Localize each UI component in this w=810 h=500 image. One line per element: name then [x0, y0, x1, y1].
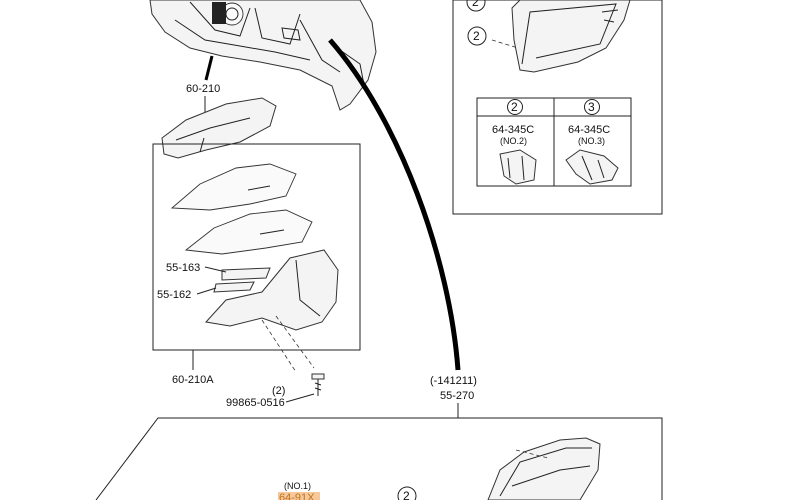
clip-col2-note: (NO.2)	[500, 136, 527, 146]
callout-bottom: 2	[397, 486, 417, 500]
clip-col3-note: (NO.3)	[578, 136, 605, 146]
svg-text:2: 2	[403, 489, 410, 500]
callout-top-b: 2	[467, 26, 487, 46]
label-no1: (NO.1)	[284, 481, 311, 491]
label-60-210: 60-210	[186, 83, 220, 95]
display-detail-box	[452, 0, 663, 215]
clip-col2-part: 64-345C	[492, 124, 534, 136]
upper-column-cover	[161, 97, 277, 159]
label-55-162: 55-162	[157, 289, 191, 301]
svg-text:2: 2	[472, 0, 479, 9]
dashboard-illustration	[149, 0, 377, 111]
label-55-163: 55-163	[166, 262, 200, 274]
display-bezel	[511, 0, 631, 73]
trim-strip	[487, 437, 601, 500]
callout-top-a: 2	[466, 0, 486, 12]
clip-col2-num: 2	[511, 100, 518, 114]
svg-text:2: 2	[473, 29, 480, 43]
lower-cover-parts	[170, 163, 339, 331]
clip-col3-part: 64-345C	[568, 124, 610, 136]
highlight-64-91x	[278, 492, 320, 500]
connector-stroke-short	[204, 55, 214, 81]
label-99865-0516: 99865-0516	[226, 397, 285, 409]
screw-99865-0516	[311, 373, 325, 396]
label-60-210a: 60-210A	[172, 374, 214, 386]
label-55-270: 55-270	[440, 390, 474, 402]
bottom-detail-box	[95, 417, 663, 500]
label-64-91x: 64-91X	[279, 492, 315, 500]
clip-table: 2 64-345C (NO.2) 3 64-345C (NO.3)	[476, 97, 632, 187]
label-141211: (-141211)	[430, 375, 477, 387]
lower-cover-box	[152, 143, 361, 351]
clip-col3-num: 3	[588, 100, 595, 114]
label-qty-2: (2)	[272, 385, 285, 397]
connector-stroke	[328, 38, 461, 371]
